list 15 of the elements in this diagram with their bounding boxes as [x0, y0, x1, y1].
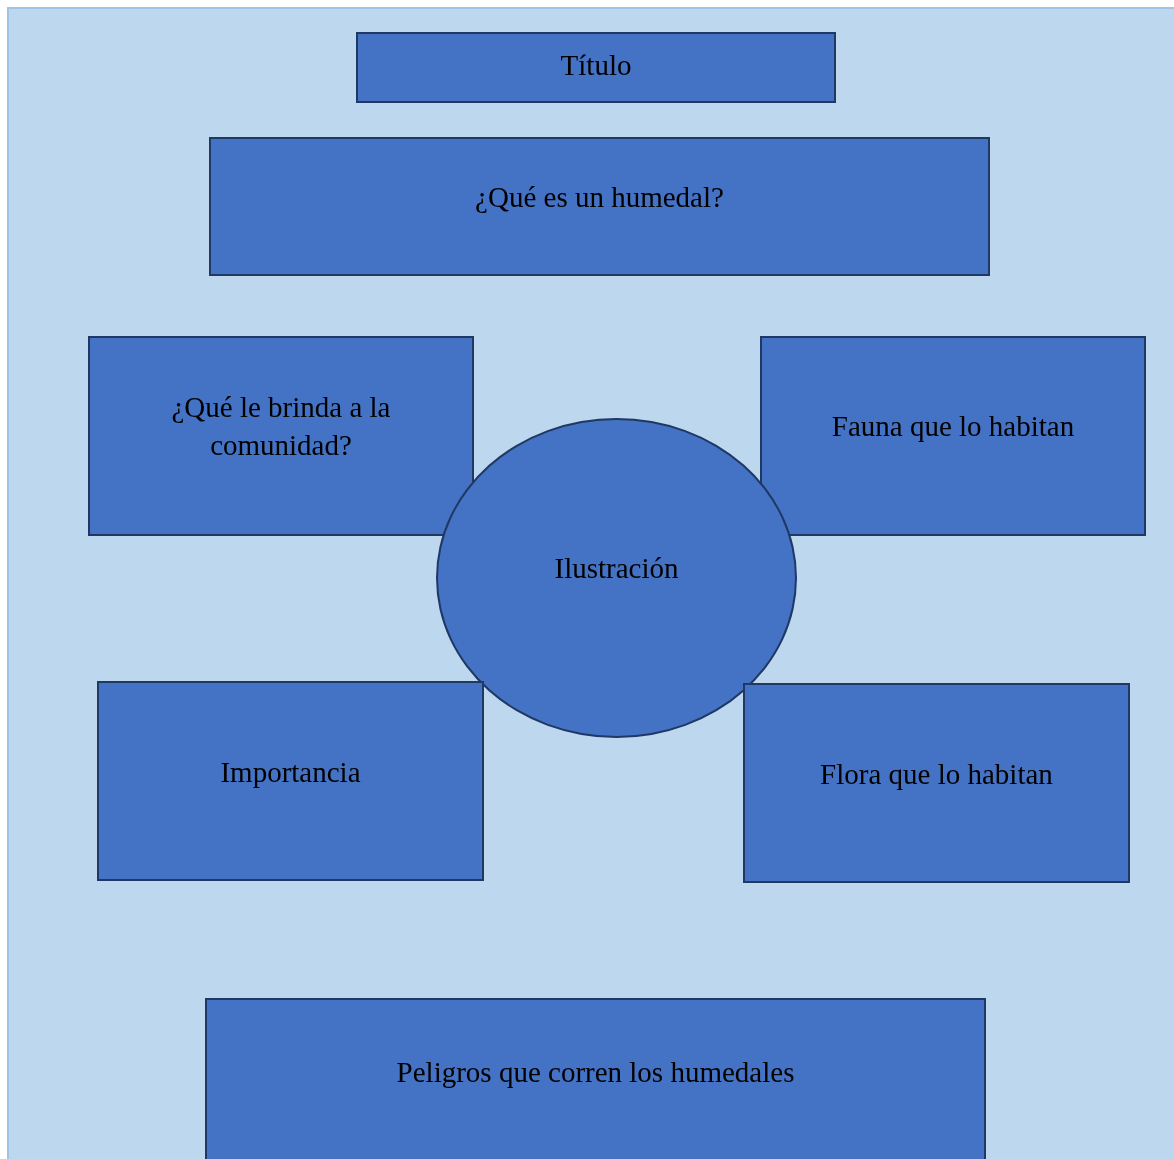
- text-box: [743, 683, 1130, 883]
- box-label: Flora que lo habitan: [820, 757, 1053, 792]
- text-box: [760, 336, 1146, 536]
- box-label: Importancia: [220, 755, 361, 790]
- text-box: [356, 32, 836, 103]
- box-label: ¿Qué le brinda a la comunidad?: [170, 390, 392, 463]
- text-box: [97, 681, 484, 881]
- box-label: Fauna que lo habitan: [831, 409, 1075, 444]
- box-label: Título: [560, 48, 632, 83]
- box-label: ¿Qué es un humedal?: [475, 180, 724, 215]
- text-box: [209, 137, 990, 276]
- box-label: Ilustración: [554, 551, 679, 586]
- text-box: [205, 998, 986, 1159]
- text-box: [88, 336, 474, 536]
- box-label: Peligros que corren los humedales: [396, 1055, 795, 1090]
